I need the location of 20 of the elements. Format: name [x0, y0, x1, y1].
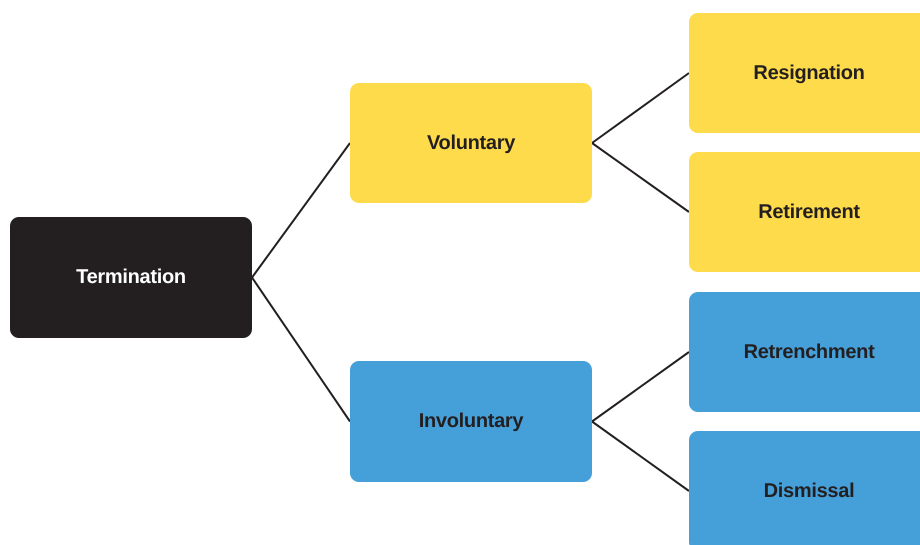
node-label: Dismissal: [762, 480, 856, 502]
connector-line: [591, 351, 690, 422]
connector-line: [251, 276, 351, 422]
process-box: [689, 292, 920, 412]
connector-line: [591, 142, 690, 213]
node-label: Involuntary: [418, 410, 524, 433]
node-label: Retrenchment: [742, 340, 876, 364]
connector-line: [251, 142, 351, 278]
connector-line: [591, 420, 690, 492]
process-box: [689, 431, 920, 545]
node-label: Termination: [76, 266, 186, 289]
process-box: [10, 217, 252, 338]
process-box: [689, 13, 920, 133]
process-box: [689, 152, 920, 272]
node-label: Resignation: [752, 62, 866, 84]
process-box: [350, 83, 592, 203]
process-box: [350, 361, 592, 482]
connector-line: [591, 72, 690, 144]
node-label: Voluntary: [426, 132, 516, 154]
node-label: Retirement: [757, 200, 861, 224]
